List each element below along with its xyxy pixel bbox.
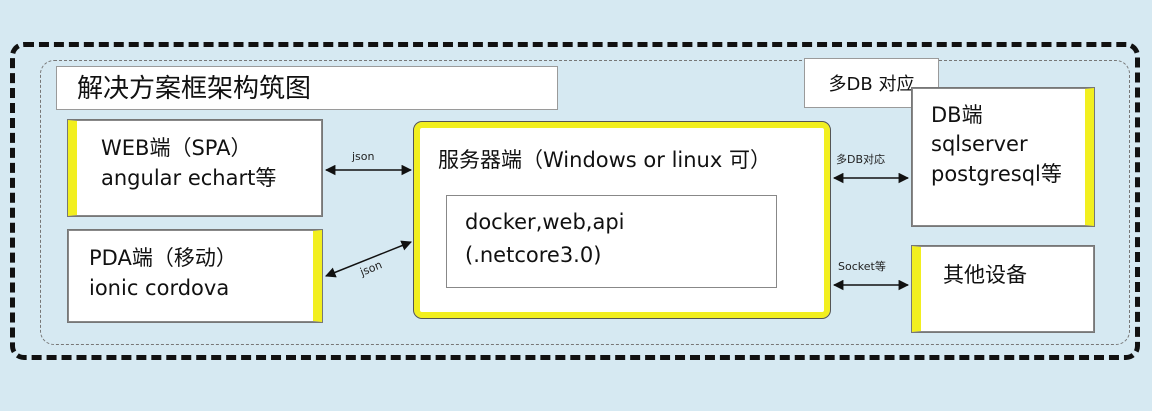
pda-node-tech: ionic cordova <box>89 276 230 301</box>
edge-label-server-db: 多DB对応 <box>836 152 885 166</box>
web-node-title: WEB端（SPA） <box>101 136 252 160</box>
docker-node-line1: docker,web,api <box>465 210 625 234</box>
server-node-title: 服务器端（Windows or linux 可） <box>438 148 771 172</box>
db-node-item-1: sqlserver <box>931 132 1028 157</box>
edge-pda-server <box>325 240 412 278</box>
web-client-node: WEB端（SPA） angular echart等 <box>68 120 322 216</box>
docker-node-line2: (.netcore3.0) <box>465 242 602 267</box>
device-node-title: 其他设备 <box>943 263 1027 287</box>
edge-label-server-device: Socket等 <box>838 259 886 273</box>
pda-node-title: PDA端（移动） <box>89 246 237 270</box>
inner-frame <box>40 60 1130 345</box>
diagram-title: 解决方案框架构筑图 <box>56 66 558 110</box>
outer-frame <box>10 42 1140 360</box>
web-node-tech: angular echart等 <box>101 166 277 191</box>
db-node-item-2: postgresql等 <box>931 161 1062 186</box>
docker-node: docker,web,api (.netcore3.0) <box>446 195 777 288</box>
device-node: 其他设备 <box>912 246 1094 332</box>
db-node: DB端 sqlserver postgresql等 <box>912 88 1094 226</box>
db-node-title: DB端 <box>931 103 983 127</box>
pda-client-node: PDA端（移动） ionic cordova <box>68 230 322 322</box>
edge-label-web-server: json <box>351 150 375 163</box>
